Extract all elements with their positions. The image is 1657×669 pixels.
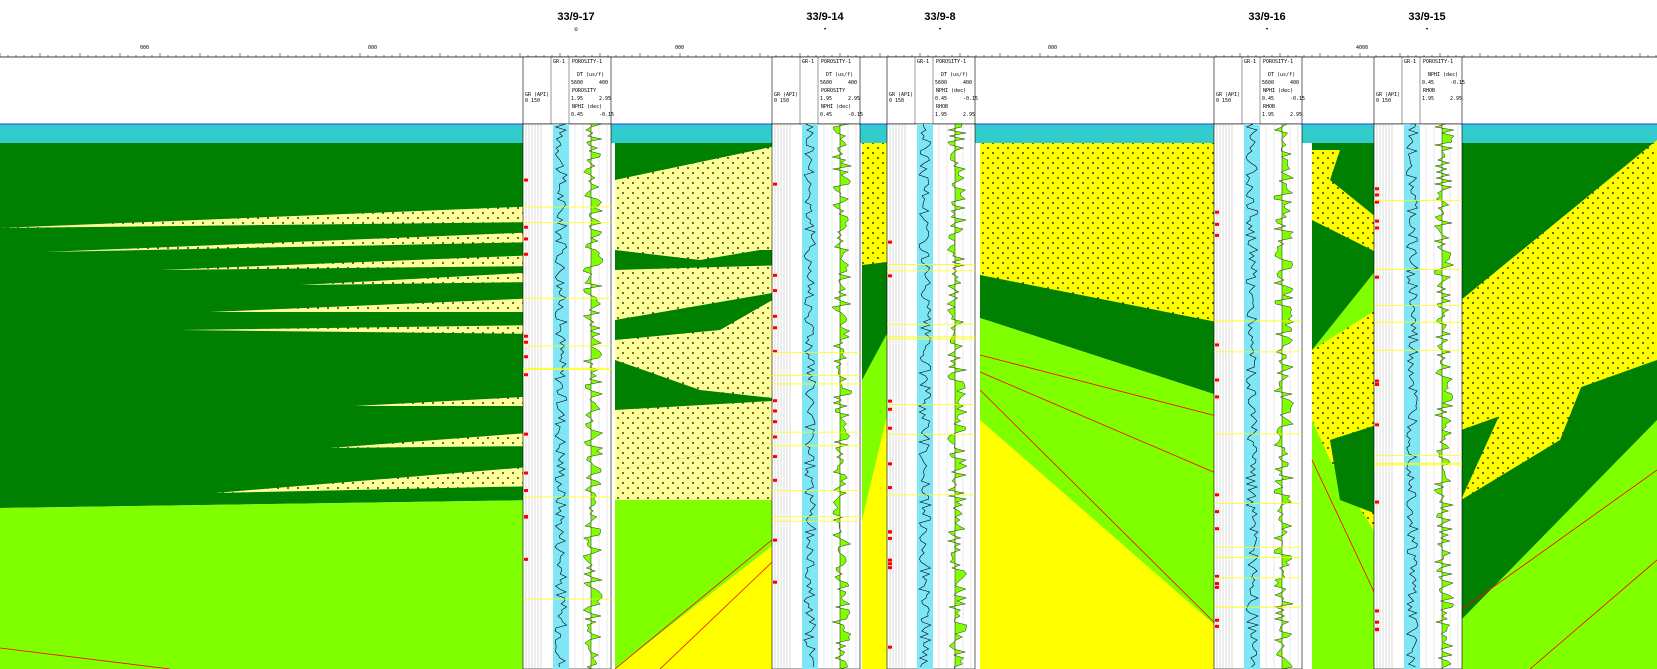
well-symbol: • <box>823 26 827 33</box>
scale-label: 000 <box>140 45 149 51</box>
log-header-row6b: -0.15 <box>848 112 863 118</box>
log-header-left-b: 0 150 <box>1376 98 1391 104</box>
log-header-row4a: 0.45 <box>935 96 947 102</box>
well-symbol: • <box>1425 26 1429 33</box>
log-header-left-a: GR (API) <box>774 92 798 98</box>
geology-fills <box>0 140 1657 669</box>
log-header-row6b: -0.15 <box>599 112 614 118</box>
well-name: 33/9-14 <box>806 11 844 23</box>
log-header-track2: POROSITY-1 <box>572 59 602 65</box>
log-header-row5: RHOB <box>936 104 948 110</box>
log-header-left-a: GR (API) <box>525 92 549 98</box>
log-header-row3: POROSITY <box>821 88 845 94</box>
log-header-left-b: 0 150 <box>1216 98 1231 104</box>
log-header-row2a: 5600 <box>571 80 583 86</box>
log-header-row1: DT (us/f) <box>577 72 604 78</box>
log-header-row2b: 400 <box>599 80 608 86</box>
log-header-row2b: -0.15 <box>1450 80 1465 86</box>
log-header-row3: NPHI (dec) <box>1263 88 1293 94</box>
log-header-row6a: 1.95 <box>935 112 947 118</box>
well-name: 33/9-15 <box>1408 11 1445 23</box>
scale-label: 000 <box>1048 45 1057 51</box>
log-header-row4b: 2.95 <box>1450 96 1462 102</box>
well-name: 33/9-8 <box>924 11 955 23</box>
log-header-track2: POROSITY-1 <box>1263 59 1293 65</box>
log-header-track1: GR-1 <box>1404 59 1416 65</box>
log-header-track2: POROSITY-1 <box>936 59 966 65</box>
log-header-row2b: 400 <box>848 80 857 86</box>
log-header-row6b: 2.95 <box>1290 112 1302 118</box>
log-header-track2: POROSITY-1 <box>1423 59 1453 65</box>
log-header-row1: DT (us/f) <box>941 72 968 78</box>
log-header-row4b: 2.95 <box>848 96 860 102</box>
log-header-left-b: 0 150 <box>774 98 789 104</box>
scale-label: 4000 <box>1356 45 1368 51</box>
log-header-track1: GR-1 <box>1244 59 1256 65</box>
well-column[interactable]: 33/9-17 oGR-1 POROSITY-1 DT (us/f) 5600 400PO… <box>522 11 614 669</box>
well-symbol: • <box>1265 26 1269 33</box>
shale-dark-body <box>0 143 541 508</box>
log-header-left-a: GR (API) <box>889 92 913 98</box>
well-name: 33/9-17 <box>557 11 594 23</box>
log-header-row6a: 1.95 <box>1262 112 1274 118</box>
log-header-left-a: GR (API) <box>1216 92 1240 98</box>
log-header-row5: RHOB <box>1263 104 1275 110</box>
log-header-row3: RHOB <box>1423 88 1435 94</box>
log-header-row4a: 1.95 <box>1422 96 1434 102</box>
log-header-track1: GR-1 <box>553 59 565 65</box>
log-header-left-b: 0 150 <box>525 98 540 104</box>
well-name: 33/9-16 <box>1248 11 1285 23</box>
log-header-row1: NPHI (dec) <box>1428 72 1458 78</box>
correlation-lines <box>0 354 1657 669</box>
shale-light-body <box>0 500 541 669</box>
log-header-row4a: 1.95 <box>571 96 583 102</box>
log-header-left-a: GR (API) <box>1376 92 1400 98</box>
log-header-row4a: 1.95 <box>820 96 832 102</box>
well-symbol: o <box>574 26 578 33</box>
log-header-row4b: 2.95 <box>599 96 611 102</box>
horizontal-scale-bar: 000 000 000 000 4000 <box>0 45 1657 58</box>
log-header-row2a: 0.45 <box>1422 80 1434 86</box>
log-header-row3: POROSITY <box>572 88 596 94</box>
log-header-track1: GR-1 <box>917 59 929 65</box>
log-header-row6a: 0.45 <box>820 112 832 118</box>
log-header-row6a: 0.45 <box>571 112 583 118</box>
log-header-row5: NPHI (dec) <box>572 104 602 110</box>
log-header-track1: GR-1 <box>802 59 814 65</box>
log-header-row1: DT (us/f) <box>826 72 853 78</box>
log-header-row4a: 0.45 <box>1262 96 1274 102</box>
well-column[interactable]: 33/9-8 • GR-1 POROSITY-1 DT (us/f) 5600 400NPH… <box>886 11 978 669</box>
well-symbol: • <box>938 26 942 33</box>
log-header-row6b: 2.95 <box>963 112 975 118</box>
log-header-left-b: 0 150 <box>889 98 904 104</box>
log-header-row2b: 400 <box>1290 80 1299 86</box>
log-header-row4b: -0.15 <box>963 96 978 102</box>
scale-label: 000 <box>675 45 684 51</box>
log-header-row2a: 5600 <box>935 80 947 86</box>
log-header-row3: NPHI (dec) <box>936 88 966 94</box>
log-header-row2a: 5600 <box>820 80 832 86</box>
log-header-row1: DT (us/f) <box>1268 72 1295 78</box>
log-header-row5: NPHI (dec) <box>821 104 851 110</box>
log-header-row4b: -0.15 <box>1290 96 1305 102</box>
log-header-row2a: 5600 <box>1262 80 1274 86</box>
log-header-row2b: 400 <box>963 80 972 86</box>
log-header-track2: POROSITY-1 <box>821 59 851 65</box>
well-column[interactable]: 33/9-14 • GR-1 POROSITY-1 DT (us/f) 5600 400PO… <box>771 11 863 669</box>
well-column[interactable]: 33/9-16 • GR-1 POROSITY-1 DT (us/f) 5600 400NP… <box>1213 11 1305 669</box>
scale-label: 000 <box>368 45 377 51</box>
